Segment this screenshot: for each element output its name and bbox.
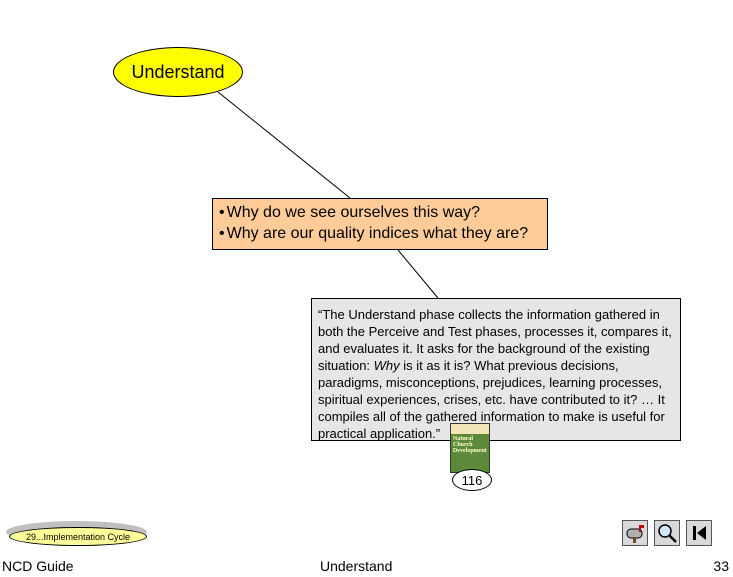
questions-box: Why do we see ourselves this way? Why ar… (212, 198, 548, 250)
question-item: Why do we see ourselves this way? (219, 202, 541, 223)
quote-emphasis: Why (373, 358, 400, 373)
connector-ellipse-to-questions (217, 91, 351, 199)
mailbox-icon (626, 525, 644, 543)
quote-box: “The Understand phase collects the infor… (311, 298, 681, 441)
phase-label: Understand (131, 61, 225, 82)
skip-to-start-icon (693, 526, 706, 540)
book-title-line: Natural (453, 436, 473, 442)
footer-section: Understand (320, 558, 393, 574)
page-reference-bubble: 116 (452, 469, 492, 491)
quote-text-start: “The Understand phase collects the infor… (318, 307, 672, 373)
page-reference: 116 (461, 472, 483, 488)
book-cover-image: Natural Church Development (450, 423, 490, 473)
mailbox-button[interactable] (622, 520, 648, 546)
back-link-button[interactable]: 29...Implementation Cycle (9, 527, 147, 546)
footer-page-number: 33 (713, 558, 729, 574)
footer-title: NCD Guide (2, 558, 74, 574)
phase-ellipse: Understand (113, 47, 243, 97)
question-item: Why are our quality indices what they ar… (219, 223, 541, 244)
back-link-label: 29...Implementation Cycle (25, 531, 131, 542)
book-cover-band (451, 424, 489, 434)
quote-text-end: is it as it is? What previous decisions,… (318, 358, 665, 441)
connector-questions-to-quote (397, 249, 439, 299)
book-title-line: Church (453, 442, 473, 448)
first-slide-button[interactable] (686, 520, 712, 546)
book-title-line: Development (453, 448, 487, 454)
search-button[interactable] (654, 520, 680, 546)
magnifier-icon (658, 524, 677, 543)
